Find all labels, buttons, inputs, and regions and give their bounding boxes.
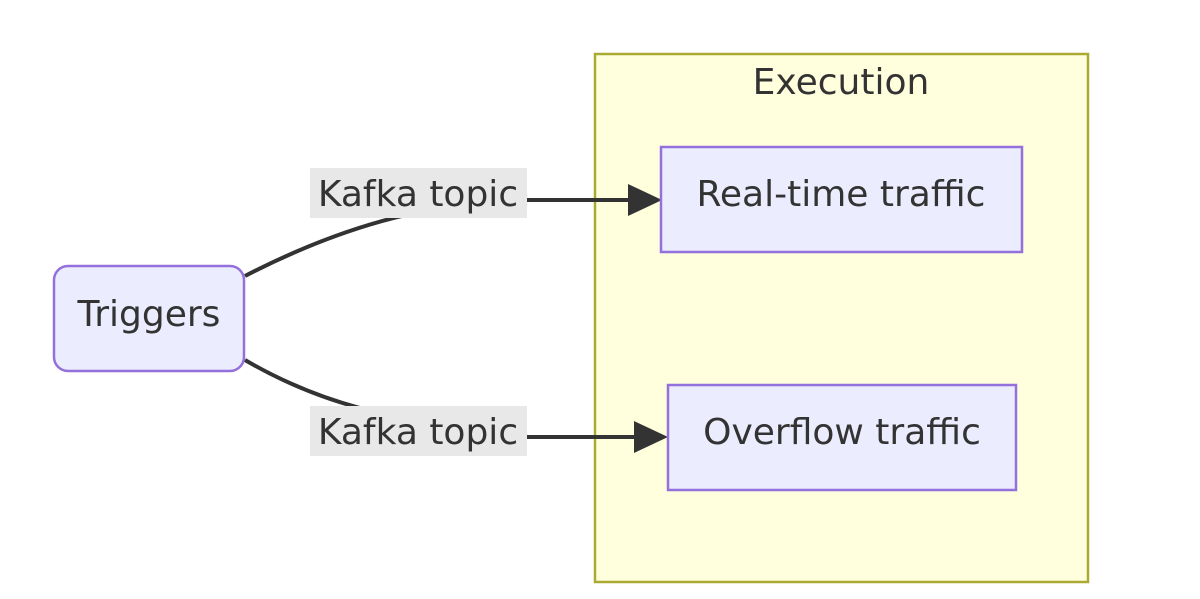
arrowhead-icon bbox=[634, 421, 668, 453]
arrowhead-icon bbox=[628, 184, 662, 216]
node-overflow-traffic-box bbox=[666, 383, 1018, 492]
edge-line bbox=[244, 212, 411, 278]
edge-label-text: Kafka topic bbox=[318, 412, 518, 453]
node-overflow-traffic-label: Overflow traffic bbox=[703, 412, 981, 453]
edge-label-text: Kafka topic bbox=[318, 174, 518, 215]
execution-cluster-title: Execution bbox=[753, 62, 930, 103]
edge-label-background bbox=[310, 168, 527, 218]
edge-line bbox=[243, 358, 361, 410]
node-realtime-traffic[interactable]: Real-time traffic bbox=[659, 145, 1024, 254]
edge-label-background bbox=[310, 406, 527, 456]
node-triggers-box bbox=[52, 264, 246, 373]
node-overflow-traffic[interactable]: Overflow traffic bbox=[666, 383, 1018, 492]
node-triggers[interactable]: Triggers bbox=[52, 264, 246, 373]
edge-label-top: Kafka topic bbox=[310, 168, 527, 218]
execution-cluster[interactable]: Execution bbox=[593, 52, 1090, 584]
edge-triggers-to-realtime[interactable] bbox=[244, 184, 662, 278]
node-realtime-traffic-box bbox=[659, 145, 1024, 254]
node-triggers-label: Triggers bbox=[77, 294, 221, 335]
edge-label-bottom: Kafka topic bbox=[310, 406, 527, 456]
node-realtime-traffic-label: Real-time traffic bbox=[697, 174, 986, 215]
edge-triggers-to-overflow[interactable] bbox=[243, 358, 668, 453]
execution-cluster-box bbox=[593, 52, 1090, 584]
